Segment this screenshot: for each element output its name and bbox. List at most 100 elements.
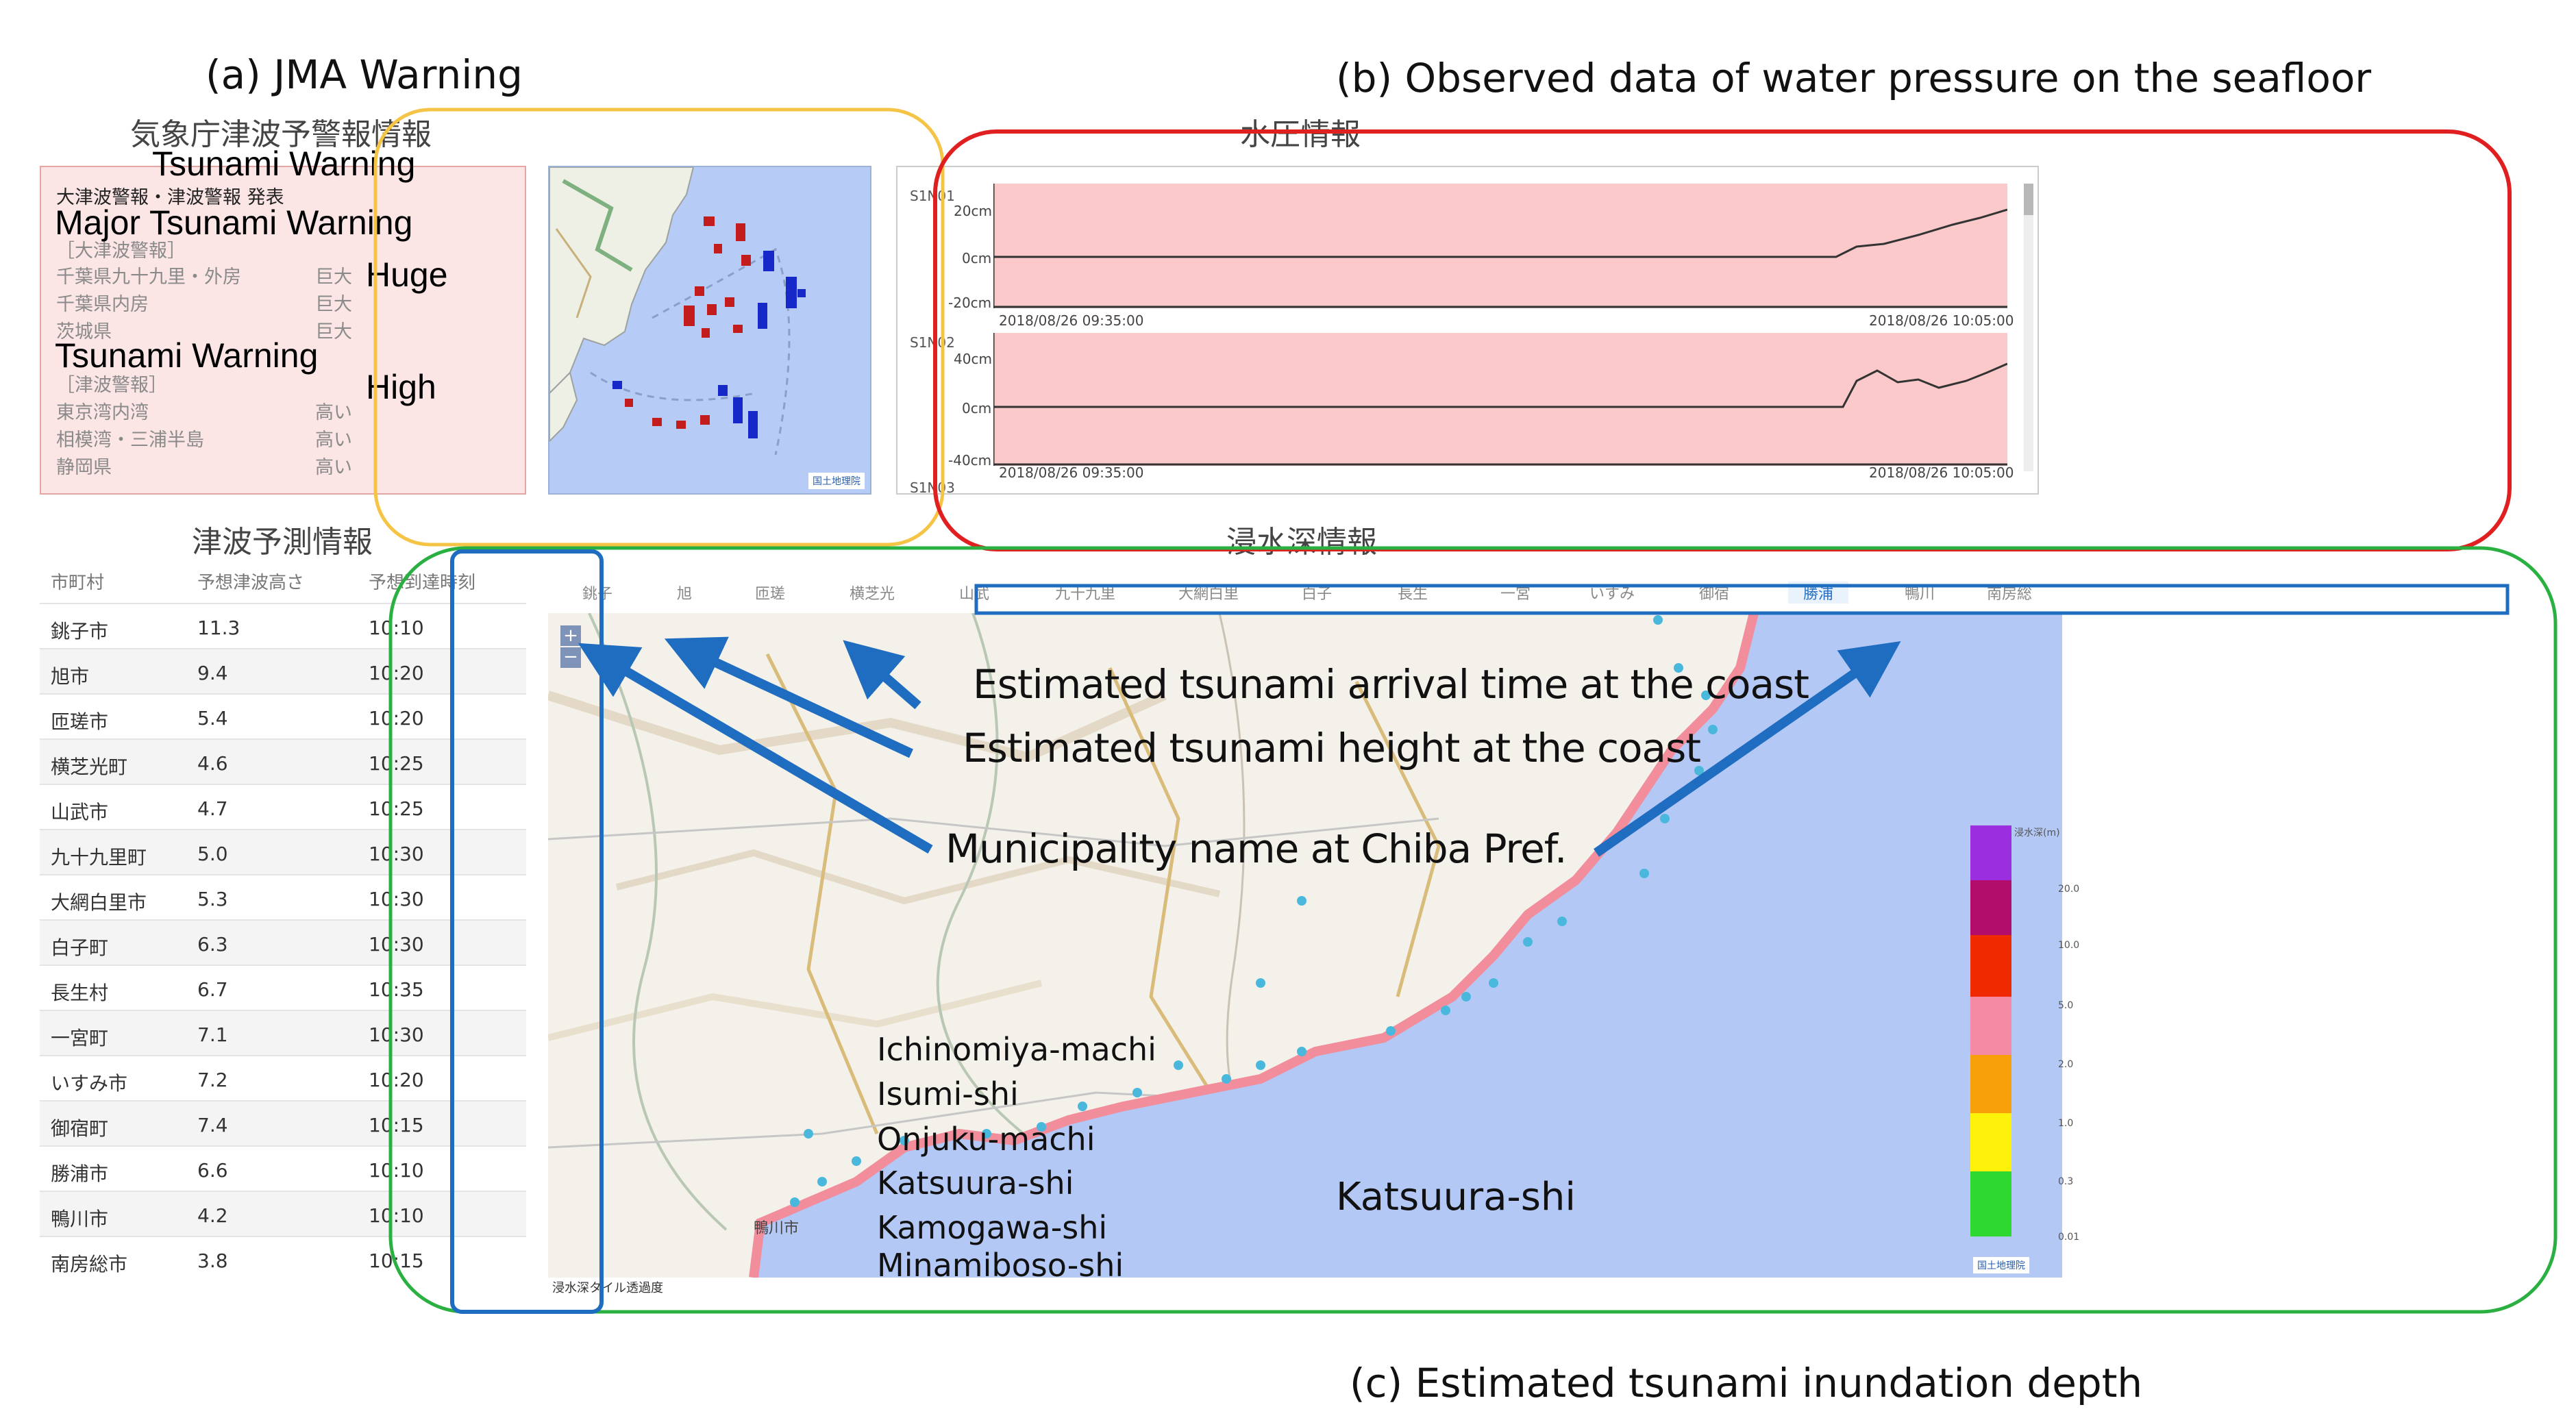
katsuura-label: Katsuura-shi (1336, 1175, 1576, 1219)
cell-time: 10:30 (369, 888, 424, 910)
time-start: 2018/08/26 09:35:00 (999, 312, 1144, 329)
tab-municipality[interactable]: 御宿 (1699, 586, 1730, 603)
cell-height: 5.3 (197, 888, 228, 910)
tab-municipality[interactable]: 長生 (1398, 586, 1428, 603)
warning-area: 茨城県 (56, 321, 112, 343)
legend-label: 2.0 (2058, 1059, 2074, 1070)
cell-city: 南房総市 (51, 1253, 128, 1276)
pressure-plot-1 (993, 184, 2007, 308)
inundation-header: 浸水深情報 (1226, 525, 1377, 560)
tab-municipality[interactable]: 九十九里 (1055, 586, 1116, 603)
cell-city: いすみ市 (51, 1072, 128, 1095)
pressure-panel: S1N01 20cm 0cm -20cm 2018/08/26 09:35:00… (896, 166, 2039, 496)
pressure-trace-2 (993, 333, 2007, 466)
table-row[interactable]: 大網白里市 5.3 10:30 (40, 874, 526, 921)
cell-time: 10:30 (369, 933, 424, 956)
warning-map-graphic (549, 167, 806, 456)
tab-municipality-active[interactable]: 勝浦 (1788, 582, 1849, 604)
cell-height: 5.4 (197, 707, 228, 730)
warning-area: 静岡県 (56, 457, 112, 478)
warning-area: 相模湾・三浦半島 (56, 430, 204, 451)
legend-title: 浸水深(m) (2014, 828, 2060, 838)
tab-municipality[interactable]: 白子 (1302, 586, 1333, 603)
legend-label: 0.3 (2058, 1176, 2074, 1187)
municipality-label: Onjuku-machi (877, 1121, 1095, 1158)
cell-city: 九十九里町 (51, 846, 147, 869)
cell-city: 山武市 (51, 801, 109, 823)
time-end: 2018/08/26 10:05:00 (1869, 464, 2014, 481)
table-row[interactable]: 横芝光町 4.6 10:25 (40, 738, 526, 785)
zoom-in-button[interactable]: + (560, 625, 581, 646)
station-label: S1N02 (910, 334, 955, 351)
legend-label: 0.01 (2058, 1232, 2080, 1243)
cell-height: 6.7 (197, 978, 228, 1001)
legend-label: 5.0 (2058, 1000, 2074, 1011)
warning-level: 巨大 (315, 321, 352, 343)
pressure-scrollbar[interactable] (2024, 184, 2033, 471)
y-tick: 0cm (962, 400, 992, 416)
cell-city: 鴨川市 (51, 1208, 109, 1230)
col-header-height: 予想津波高さ (197, 573, 305, 593)
zoom-out-button[interactable]: − (560, 647, 581, 668)
tab-municipality[interactable]: 横芝光 (850, 586, 895, 603)
cell-height: 9.4 (197, 662, 228, 684)
municipality-label: Kamogawa-shi (877, 1209, 1108, 1246)
cell-time: 10:15 (369, 1114, 424, 1136)
warning-panel: 大津波警報・津波警報 発表 ［大津波警報］ 千葉県九十九里・外房 巨大 千葉県内… (40, 166, 526, 495)
caption-a: (a) JMA Warning (206, 51, 523, 98)
station-label: S1N01 (910, 188, 955, 204)
cell-time: 10:10 (369, 617, 424, 639)
warning-map[interactable]: 国土地理院 (548, 166, 871, 495)
station-label: S1N03 (910, 480, 955, 496)
tab-municipality[interactable]: 旭 (677, 586, 693, 603)
tab-municipality[interactable]: 大網白里 (1178, 586, 1239, 603)
cell-city: 匝瑳市 (51, 710, 109, 733)
tab-municipality[interactable]: 南房総 (1987, 586, 2033, 603)
tab-municipality[interactable]: 山武 (959, 586, 990, 603)
warning-area: 千葉県内房 (56, 294, 149, 315)
tab-municipality[interactable]: 一宮 (1500, 586, 1531, 603)
cell-time: 10:20 (369, 662, 424, 684)
cell-height: 4.6 (197, 752, 228, 775)
cell-time: 10:20 (369, 1069, 424, 1091)
municipality-label: Katsuura-shi (877, 1165, 1074, 1202)
inundation-map[interactable]: + − 鴨川市 国土地理院 (548, 613, 2062, 1278)
y-tick: 0cm (962, 250, 992, 266)
inundation-map-graphic (548, 613, 2062, 1278)
tab-municipality[interactable]: 銚子 (582, 586, 613, 603)
pressure-scrollbar-thumb[interactable] (2024, 184, 2033, 215)
cell-time: 10:25 (369, 752, 424, 775)
annotation-arrival: Estimated tsunami arrival time at the co… (973, 661, 1809, 708)
tab-municipality[interactable]: いすみ (1589, 586, 1635, 603)
warning-heading: 大津波警報・津波警報 発表 (56, 187, 284, 208)
y-tick: -20cm (948, 295, 992, 311)
cell-city: 横芝光町 (51, 756, 128, 778)
cell-city: 白子町 (51, 936, 109, 959)
warning-header: 気象庁津波予警報情報 (130, 117, 432, 152)
cell-time: 10:30 (369, 1023, 424, 1046)
cell-city: 一宮町 (51, 1027, 109, 1049)
tab-municipality[interactable]: 鴨川 (1905, 586, 1935, 603)
tab-municipality[interactable]: 匝瑳 (755, 586, 786, 603)
time-end: 2018/08/26 10:05:00 (1869, 312, 2014, 329)
overlay-high: High (366, 368, 436, 406)
col-header-time: 予想到達時刻 (369, 573, 476, 593)
cell-height: 4.2 (197, 1204, 228, 1227)
forecast-header: 津波予測情報 (192, 525, 373, 560)
cell-city: 大網白里市 (51, 891, 147, 914)
cell-time: 10:25 (369, 797, 424, 820)
